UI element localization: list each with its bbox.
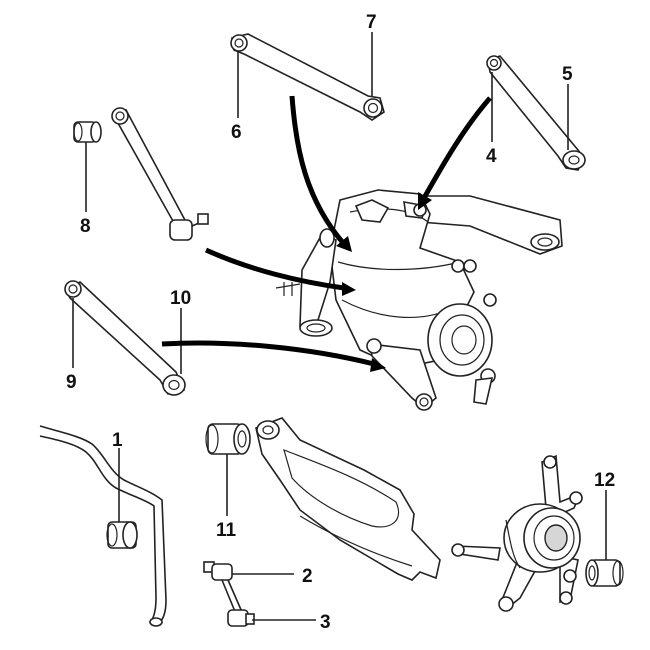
part-label-5: 5 (562, 64, 573, 85)
track-rod-component (73, 107, 209, 241)
stabilizer-link-component (203, 561, 316, 627)
part-label-9: 9 (66, 372, 77, 393)
indicator-arrows (161, 95, 492, 372)
lower-control-arm-component (64, 280, 186, 396)
camber-arm-component (486, 55, 586, 171)
part-label-7: 7 (366, 12, 377, 33)
spring-link-component (255, 417, 441, 581)
thrust-arm-component (230, 32, 385, 121)
wheel-carrier-component (451, 454, 583, 612)
rear-axle-assembly (275, 189, 563, 411)
part-label-11: 11 (216, 520, 237, 541)
part-label-8: 8 (80, 216, 91, 237)
part-label-10: 10 (170, 288, 191, 309)
part-label-6: 6 (231, 122, 242, 143)
stabilizer-bar-component (39, 425, 167, 627)
spring-link-bushing-component (205, 423, 251, 516)
part-label-3: 3 (320, 612, 331, 633)
part-label-4: 4 (486, 146, 497, 167)
wheel-carrier-bushing-component (585, 490, 624, 587)
part-label-1: 1 (112, 430, 123, 451)
part-label-2: 2 (302, 566, 313, 587)
part-label-12: 12 (594, 470, 615, 491)
